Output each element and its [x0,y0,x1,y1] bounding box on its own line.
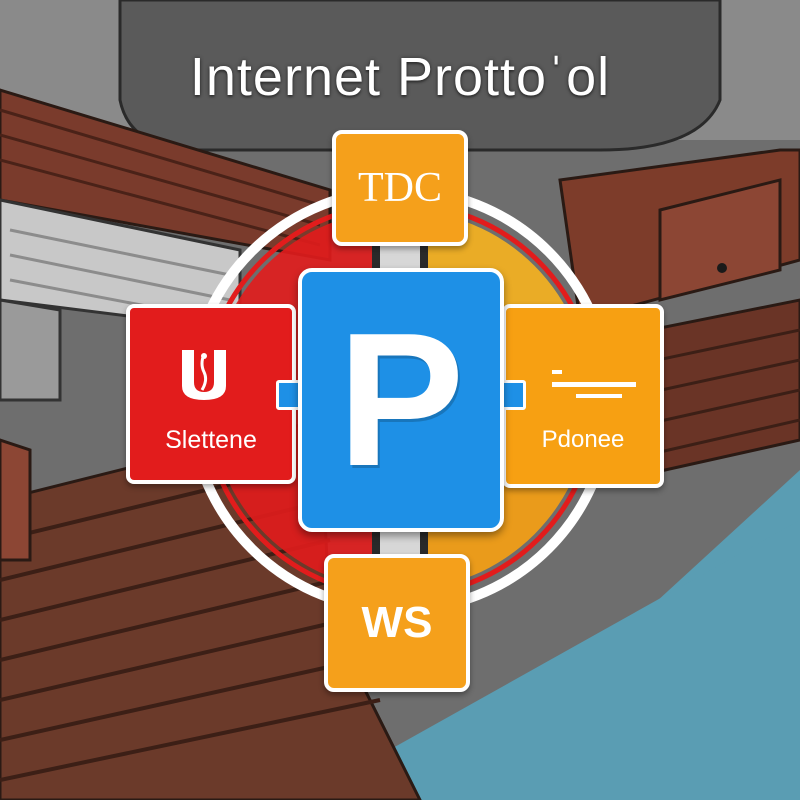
top-protocol-tile: TDC [332,130,468,246]
right-protocol-panel: Pdonee [502,304,664,488]
center-protocol-tile: P [298,268,504,532]
left-protocol-panel: Slettene [126,304,296,484]
bottom-protocol-tile: WS [324,554,470,692]
lines-icon [552,370,636,398]
top-tile-label: TDC [358,165,442,211]
right-panel-label: Pdonee [541,426,625,453]
bottom-tile-label: WS [361,598,433,647]
center-glyph: P [337,294,465,506]
document-icon [182,350,226,400]
left-panel-label: Slettene [165,426,257,454]
page-title: Internet Prottoˈol [189,47,611,107]
